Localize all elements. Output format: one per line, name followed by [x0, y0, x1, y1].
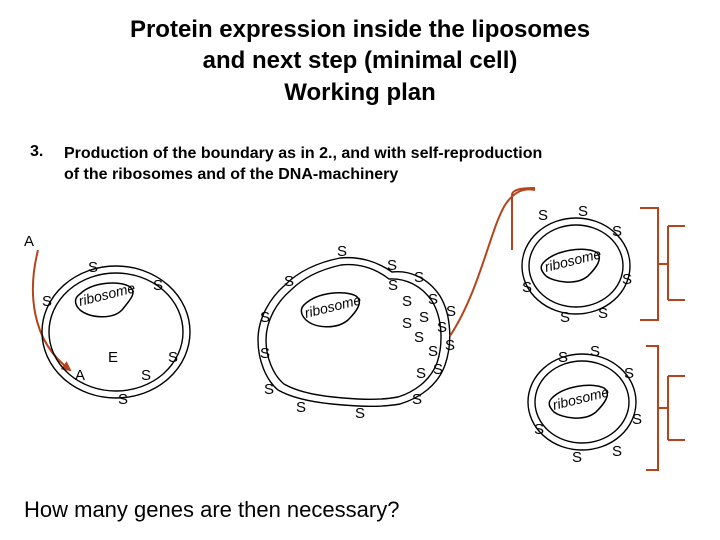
s-label: S	[560, 309, 570, 326]
s-label: S	[446, 303, 456, 320]
s-label: S	[153, 277, 163, 294]
s-label: S	[168, 349, 178, 366]
s-label: S	[260, 309, 270, 326]
s-label: S	[558, 349, 568, 366]
s-label: S	[428, 291, 438, 308]
label-enzyme: E	[108, 349, 118, 366]
s-label: S	[387, 257, 397, 274]
s-label: S	[445, 337, 455, 354]
s-label: S	[622, 271, 632, 288]
division-tree	[511, 187, 685, 471]
ribosome-1: ribosome	[74, 279, 137, 318]
s-label: S	[522, 279, 532, 296]
daughter-liposome-2	[527, 353, 637, 451]
s-label: S	[414, 269, 424, 286]
s-label: S	[118, 391, 128, 408]
s-label: S	[572, 449, 582, 466]
label-a-top: A	[24, 233, 34, 250]
s-label: S	[260, 345, 270, 362]
s-label: S	[402, 293, 412, 310]
s-label: S	[534, 421, 544, 438]
s-label: S	[590, 343, 600, 360]
ribosome-4: ribosome	[548, 383, 611, 419]
step-number: 3.	[30, 143, 44, 160]
s-label: S	[419, 309, 429, 326]
s-label: S	[416, 365, 426, 382]
s-label: S	[355, 405, 365, 422]
s-label: S	[428, 343, 438, 360]
slide-title-line-3: Working plan	[284, 79, 436, 106]
s-label: S	[284, 273, 294, 290]
s-label: S	[412, 391, 422, 408]
label-a-inner: A	[75, 367, 85, 384]
arrow-a-to-liposome	[31, 249, 72, 372]
s-label: S	[296, 399, 306, 416]
liposome-2	[257, 256, 451, 408]
ribosome-3: ribosome	[540, 245, 603, 283]
s-label: S	[612, 443, 622, 460]
s-label: S	[624, 365, 634, 382]
s-label: S	[88, 259, 98, 276]
arrow-division	[449, 188, 536, 337]
s-label: S	[437, 319, 447, 336]
slide-title-line-2: and next step (minimal cell)	[202, 47, 518, 74]
s-label: S	[578, 203, 588, 220]
step-description-line-2: of the ribosomes and of the DNA-machiner…	[64, 166, 399, 183]
step-description-line-1: Production of the boundary as in 2., and…	[64, 145, 543, 162]
step-description: Production of the boundary as in 2., and…	[64, 143, 542, 185]
ribosome-2: ribosome	[300, 291, 363, 328]
s-label: S	[632, 411, 642, 428]
s-label: S	[402, 315, 412, 332]
s-label: S	[538, 207, 548, 224]
s-label: S	[388, 277, 398, 294]
slide-title-line-1: Protein expression inside the liposomes	[129, 16, 591, 43]
s-label: S	[612, 223, 622, 240]
s-label: S	[414, 329, 424, 346]
liposome-1	[41, 265, 191, 399]
question-text: How many genes are then necessary?	[24, 497, 400, 522]
s-label: S	[433, 361, 443, 378]
daughter-liposome-1	[521, 217, 631, 315]
ribosome-4-label: ribosome	[551, 383, 611, 413]
s-label: S	[598, 305, 608, 322]
s-label: S	[337, 243, 347, 260]
s-label: S	[264, 381, 274, 398]
s-label: S	[141, 367, 151, 384]
s-label: S	[42, 293, 52, 310]
ribosome-2-label: ribosome	[303, 291, 363, 321]
